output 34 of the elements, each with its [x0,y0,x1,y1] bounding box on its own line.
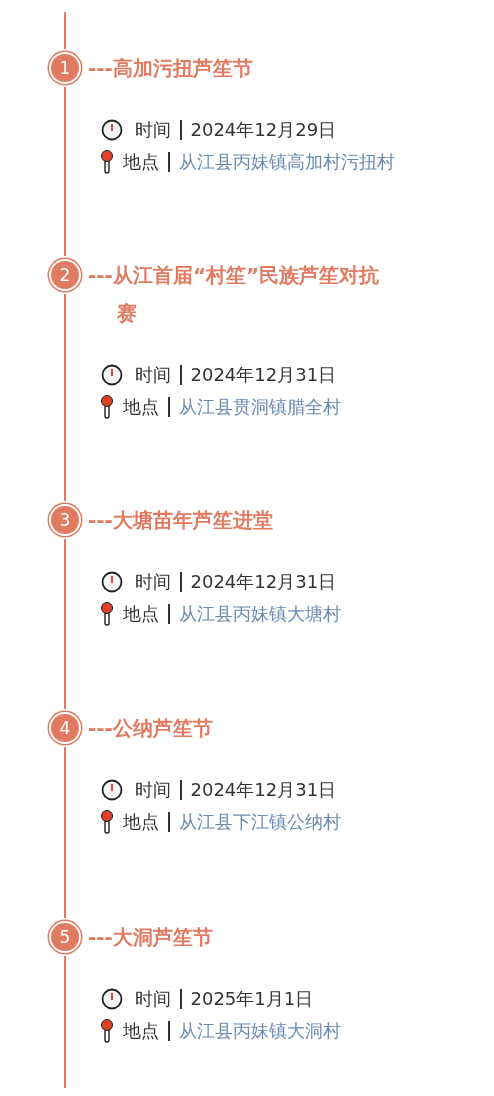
step-number-circle: 5 [51,923,79,951]
location-text: 从江县丙妹镇大洞村 [178,1019,341,1043]
field-label: 地点 [123,810,159,834]
step-number-circle: 3 [51,506,79,534]
field-label: 时间 [135,363,171,387]
field-label: 时间 [135,570,171,594]
date-text: 2024年12月31日 [190,363,337,387]
field-label: 地点 [123,395,159,419]
date-text: 2024年12月31日 [190,778,337,802]
step-number-circle: 4 [51,714,79,742]
field-label: 地点 [123,150,159,174]
location-text: 从江县丙妹镇高加村污扭村 [178,150,395,174]
field-label: 时间 [135,987,171,1011]
event-title: ---大塘苗年芦笙进堂 [88,507,274,534]
field-label: 时间 [135,118,171,142]
date-text: 2024年12月31日 [190,570,337,594]
timeline-line [64,746,66,919]
timeline-line [64,538,66,710]
date-text: 2024年12月29日 [190,118,337,142]
location-text: 从江县丙妹镇大塘村 [178,602,341,626]
timeline-line [64,86,66,257]
timeline-line [64,293,66,502]
event-title: ---大洞芦笙节 [88,924,214,951]
step-number-circle: 1 [51,54,79,82]
event-title: ---从江首届“村笙”民族芦笙对抗赛 [88,262,381,327]
event-title: ---高加污扭芦笙节 [88,55,254,82]
location-text: 从江县贯洞镇腊全村 [178,395,341,419]
event-title: ---公纳芦笙节 [88,715,214,742]
step-number-circle: 2 [51,261,79,289]
location-text: 从江县下江镇公纳村 [178,810,341,834]
field-label: 地点 [123,1019,159,1043]
date-text: 2025年1月1日 [190,987,314,1011]
field-label: 地点 [123,602,159,626]
field-label: 时间 [135,778,171,802]
